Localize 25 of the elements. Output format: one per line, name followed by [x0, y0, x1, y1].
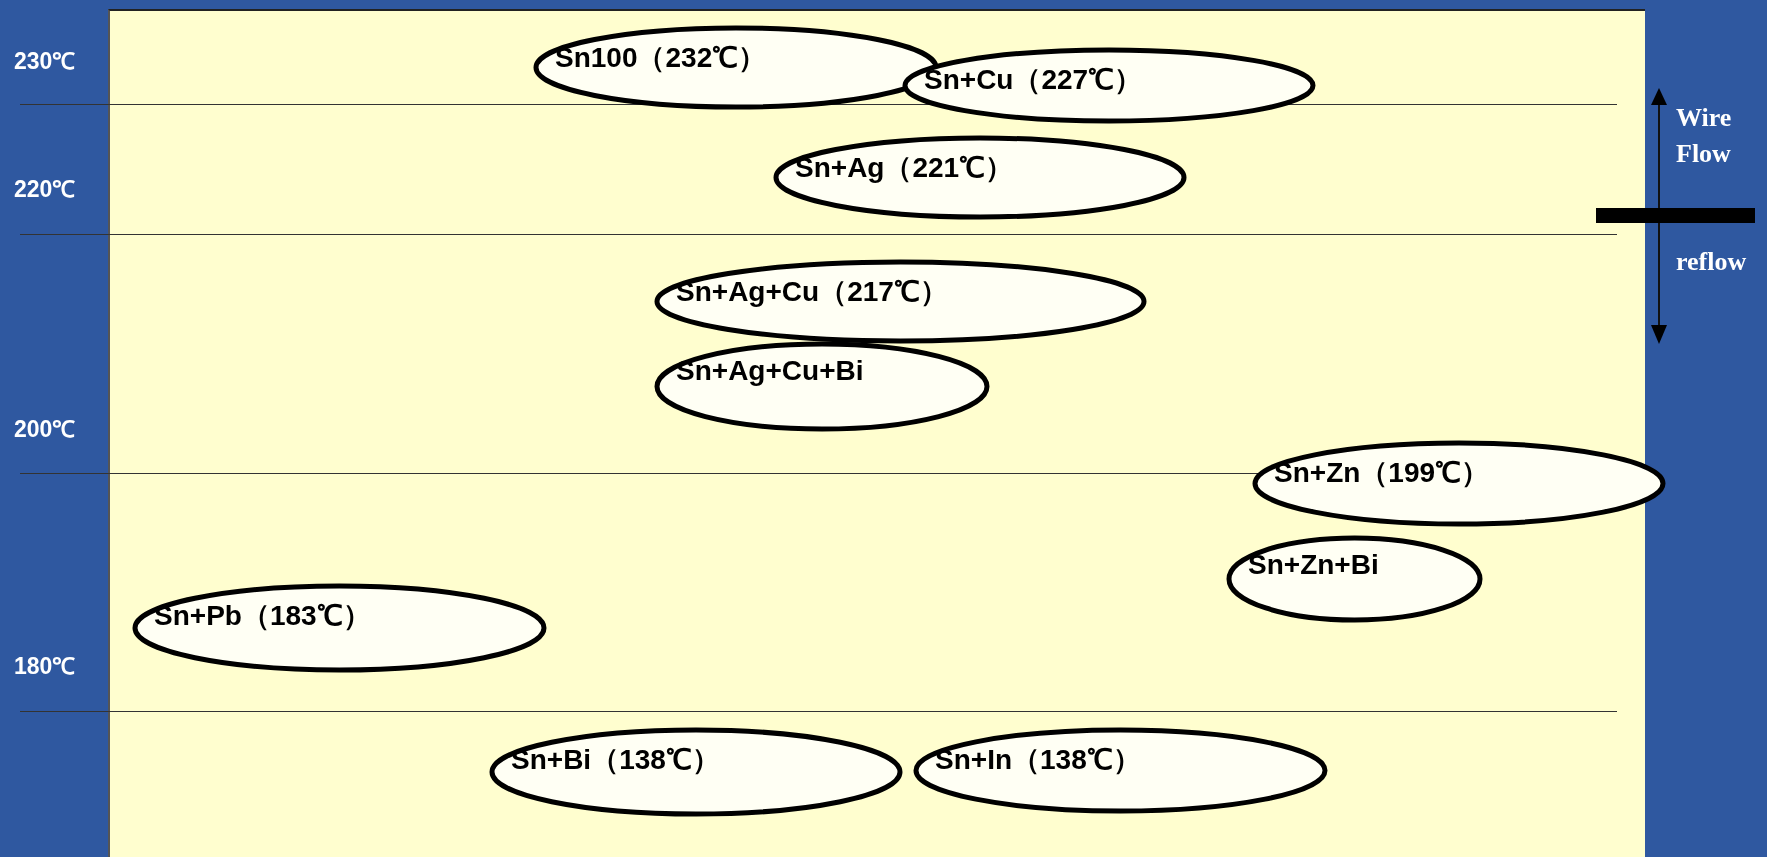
ellipse-node [489, 727, 903, 817]
ellipse-node [1226, 535, 1483, 623]
alloy-label: Sn+Zn+Bi [1248, 549, 1379, 581]
ellipse-node [773, 135, 1187, 220]
alloy-label: Sn100（232℃） [555, 41, 767, 75]
alloy-label: Sn+Zn（199℃） [1274, 456, 1490, 490]
temperature-label: 220℃ [14, 175, 76, 204]
side-label: reflow [1676, 246, 1747, 278]
side-label: Wire Flow [1676, 102, 1733, 170]
alloy-label: Sn+Bi（138℃） [511, 743, 720, 777]
alloy-label: Sn+Ag（221℃） [795, 151, 1014, 185]
alloy-label: Sn+In（138℃） [935, 743, 1141, 777]
ellipse-node [902, 47, 1316, 124]
ellipse-node [654, 341, 990, 432]
alloy-label: Sn+Ag+Cu（217℃） [676, 275, 948, 309]
ellipse-node [654, 259, 1147, 344]
alloy-label: Sn+Pb（183℃） [154, 599, 371, 633]
alloy-label: Sn+Cu（227℃） [924, 63, 1143, 97]
alloy-label: Sn+Ag+Cu+Bi [676, 355, 864, 387]
temperature-label: 180℃ [14, 652, 76, 681]
temperature-label: 230℃ [14, 47, 76, 76]
ellipse-node [132, 583, 547, 673]
ellipse-node [1252, 440, 1666, 527]
temperature-label: 200℃ [14, 415, 76, 444]
ellipse-node [913, 727, 1328, 814]
